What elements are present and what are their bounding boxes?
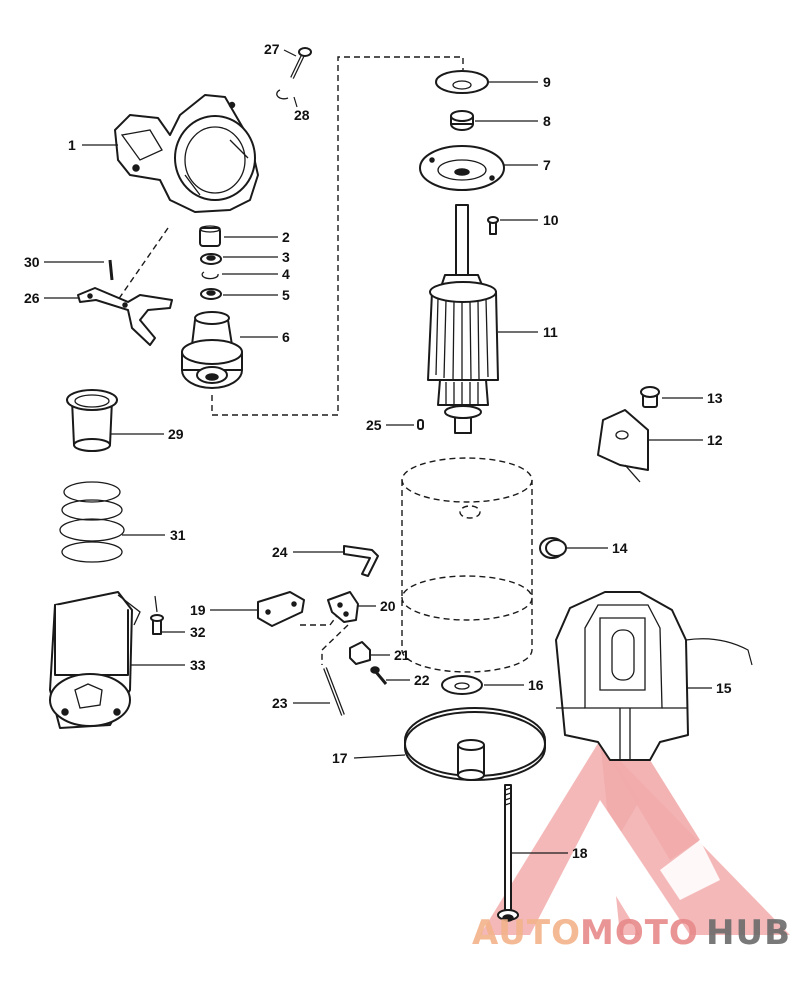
part-16-washer: [441, 675, 483, 695]
part-10-screw: [487, 216, 499, 235]
callout-26: 26: [24, 290, 40, 306]
part-17-end-cap: [404, 707, 546, 781]
part-28-clip: [276, 89, 289, 100]
part-12-bracket: [597, 409, 649, 483]
callout-6: 6: [282, 329, 290, 345]
part-13-plug: [640, 386, 660, 408]
callout-10: 10: [543, 212, 559, 228]
callout-1: 1: [68, 137, 76, 153]
callout-20: 20: [380, 598, 396, 614]
part-22-screw: [370, 666, 388, 685]
part-27-bolt: [290, 47, 312, 79]
callout-17: 17: [332, 750, 348, 766]
part-29-sleeve: [66, 389, 118, 452]
part-19-brush-holder: [257, 591, 305, 627]
callout-16: 16: [528, 677, 544, 693]
part-4-clip: [201, 271, 219, 280]
callout-4: 4: [282, 266, 290, 282]
assembly-guide-lines: [117, 56, 464, 665]
part-9-washer: [435, 70, 489, 94]
part-33-motor-body: [49, 591, 141, 729]
part-2-bushing: [199, 225, 221, 247]
part-31-spring: [59, 481, 125, 563]
callout-33: 33: [190, 657, 206, 673]
field-frame-phantom: [401, 457, 533, 673]
watermark-wordmark: AUTO MOTO HUB: [472, 913, 791, 953]
callout-32: 32: [190, 624, 206, 640]
callout-13: 13: [707, 390, 723, 406]
callout-31: 31: [170, 527, 186, 543]
callout-29: 29: [168, 426, 184, 442]
callout-8: 8: [543, 113, 551, 129]
callout-18: 18: [572, 845, 588, 861]
part-26-shift-lever: [77, 287, 173, 346]
watermark-word-auto: AUTO: [472, 913, 581, 953]
callout-2: 2: [282, 229, 290, 245]
watermark-logo: [480, 740, 790, 935]
leader-lines: [44, 49, 712, 854]
part-11-armature: [427, 204, 499, 434]
part-1-drive-housing: [114, 94, 259, 213]
callout-30: 30: [24, 254, 40, 270]
part-8-bushing: [450, 110, 474, 131]
part-21-brush: [349, 641, 371, 665]
callout-22: 22: [414, 672, 430, 688]
callout-11: 11: [543, 324, 558, 340]
callout-7: 7: [543, 157, 551, 173]
callout-12: 12: [707, 432, 723, 448]
callout-19: 19: [190, 602, 206, 618]
part-23-pin: [323, 667, 345, 716]
callout-24: 24: [272, 544, 288, 560]
part-20-brush-plate: [327, 591, 359, 623]
part-32-screw: [150, 595, 164, 635]
callout-27: 27: [264, 41, 280, 57]
watermark-word-moto: MOTO: [580, 913, 699, 953]
callout-28: 28: [294, 107, 310, 123]
part-15-field-coil: [555, 591, 753, 761]
part-18-through-bolt: [497, 784, 519, 922]
part-30-pin: [108, 259, 114, 281]
callout-3: 3: [282, 249, 290, 265]
callout-23: 23: [272, 695, 288, 711]
callout-15: 15: [716, 680, 732, 696]
part-3-washer: [200, 253, 222, 265]
watermark-word-hub: HUB: [706, 913, 791, 953]
callout-14: 14: [612, 540, 628, 556]
part-14-grommet: [539, 537, 567, 559]
callout-21: 21: [394, 647, 410, 663]
callout-5: 5: [282, 287, 290, 303]
callout-labels: 1 2 3 4 5 6 7 8 9 10 11 12 13 14 15 16 1…: [24, 41, 732, 861]
callout-25: 25: [366, 417, 382, 433]
part-7-end-plate: [419, 145, 505, 191]
part-25-key: [417, 419, 424, 430]
part-5-washer: [200, 288, 222, 300]
part-24-spring: [343, 545, 379, 577]
callout-9: 9: [543, 74, 551, 90]
part-6-drive-assembly: [181, 311, 243, 389]
